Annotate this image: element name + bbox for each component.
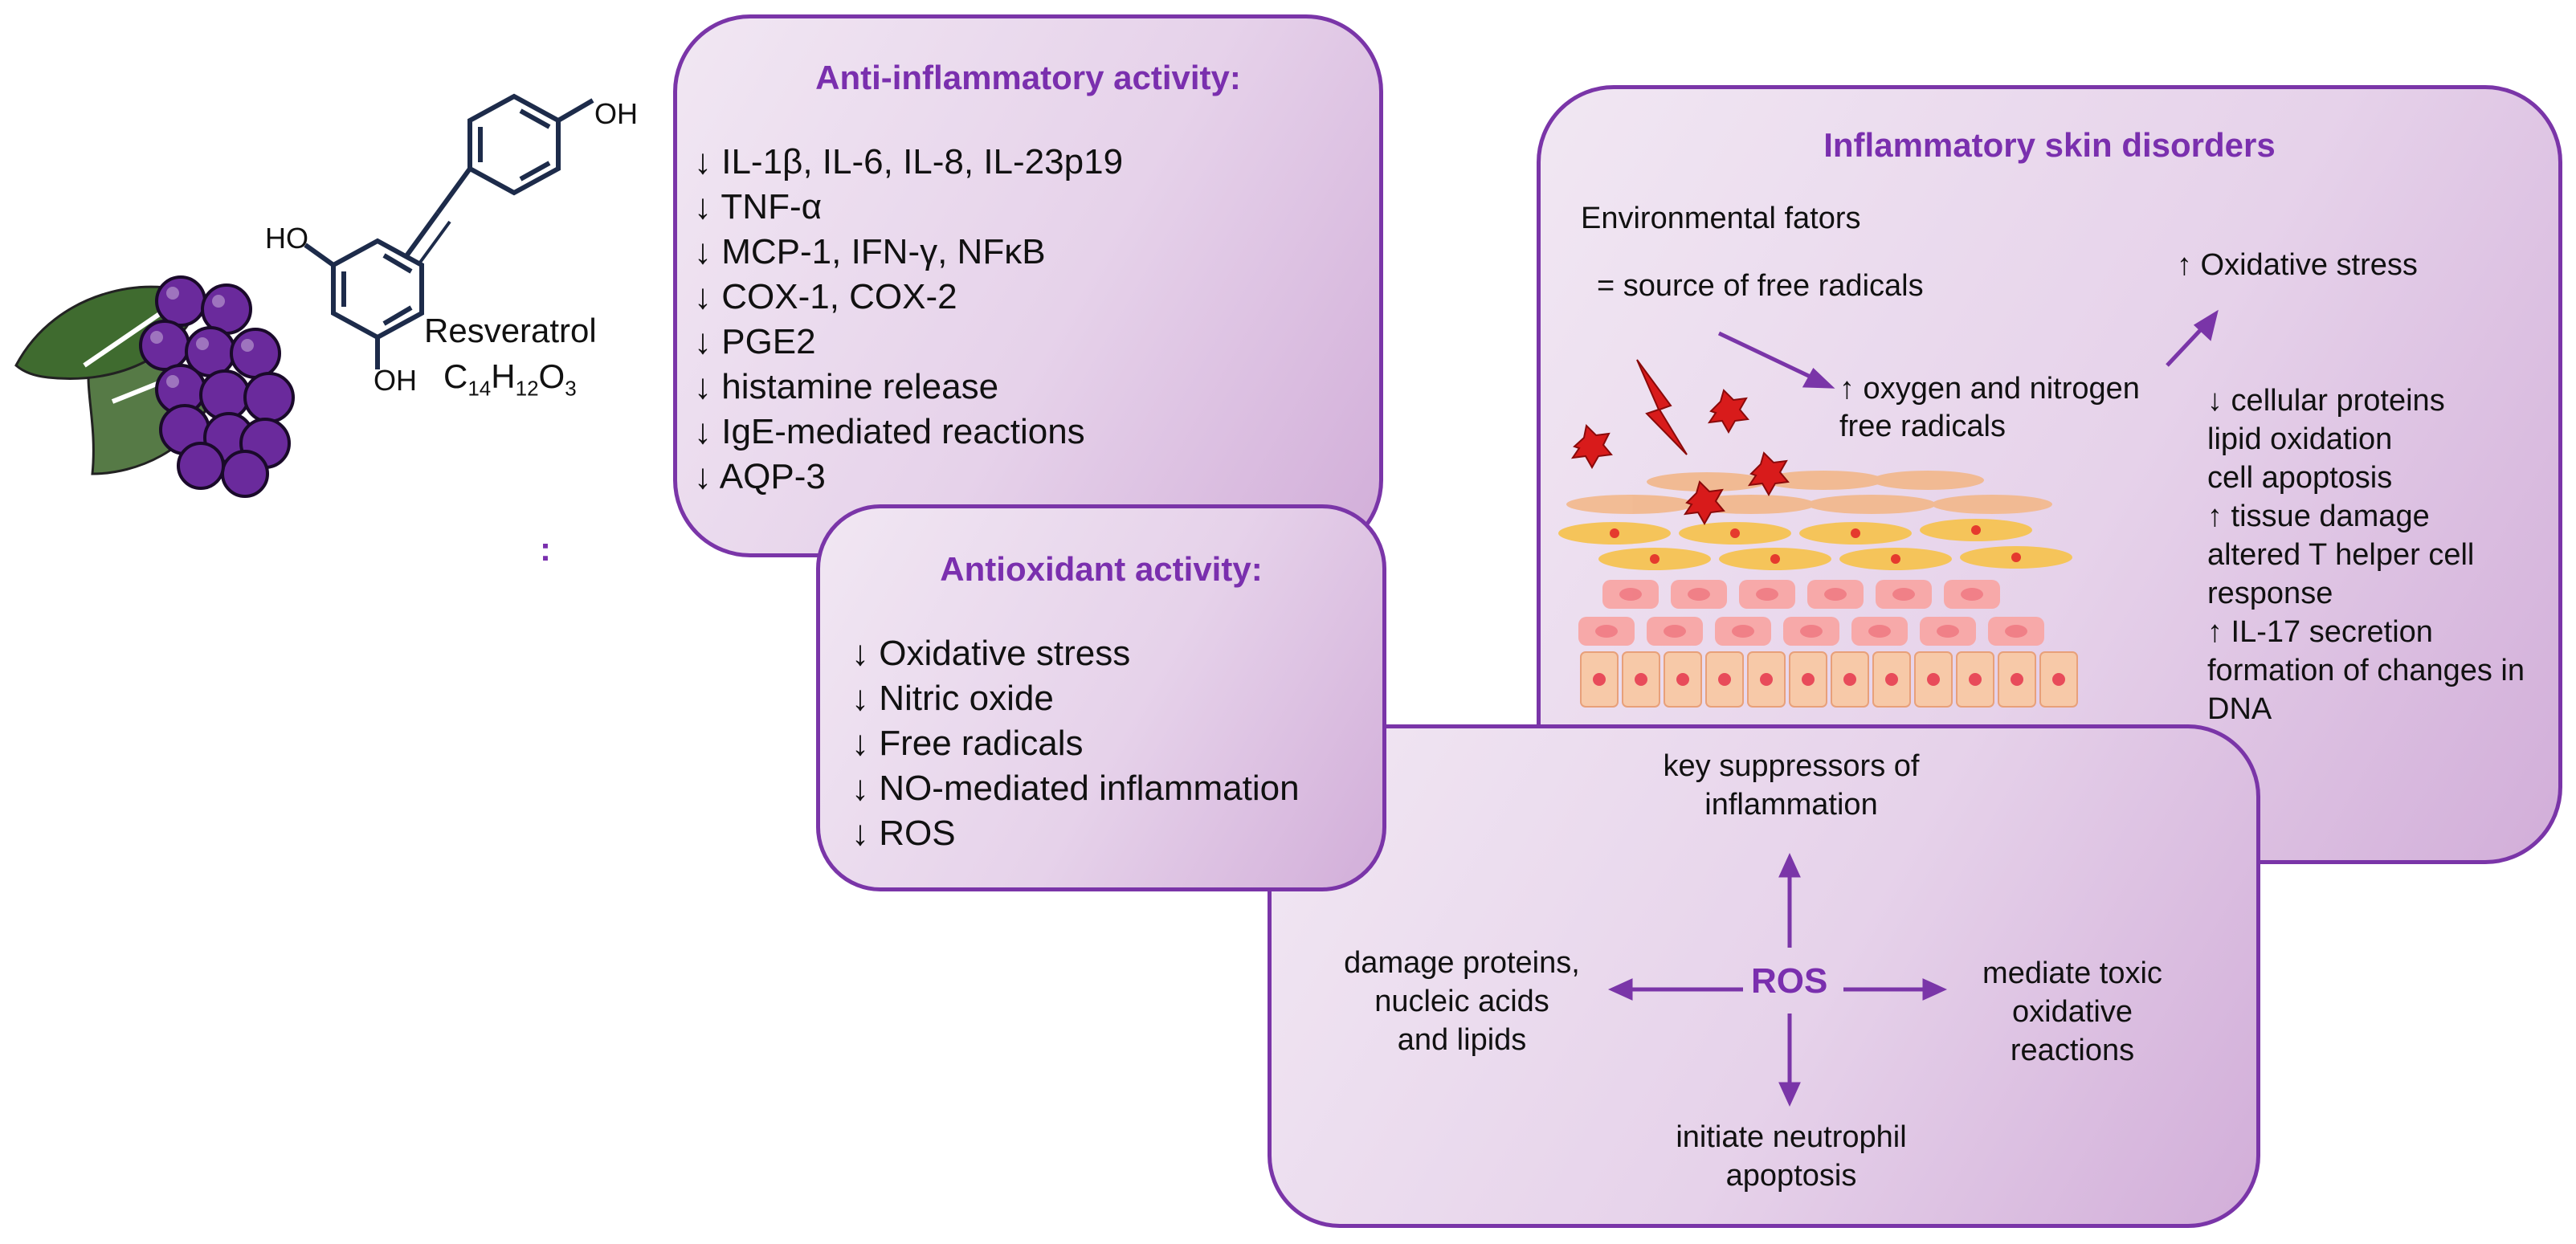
oxygen-nitrogen-label-2: free radicals [1839, 410, 2006, 443]
skin-effect-item: altered T helper cell [2207, 538, 2475, 572]
resveratrol-structure-icon [304, 93, 594, 369]
ros-center-label: ROS [1751, 961, 1828, 1001]
oh-top-label: OH [594, 97, 638, 130]
lightning-icon [1636, 359, 1688, 455]
antioxidant-item: ↓ NO-mediated inflammation [851, 769, 1300, 808]
oh-left-label: HO [265, 222, 308, 255]
grape-cluster-icon [139, 275, 295, 498]
skin-effect-item: response [2207, 577, 2333, 610]
radical-burst-icon [1747, 451, 1790, 497]
antioxidant-item: ↓ Oxidative stress [851, 634, 1131, 673]
skin-effect-item: ↓ cellular proteins [2207, 384, 2445, 418]
radical-burst-icon [1570, 423, 1613, 470]
antioxidant-title: Antioxidant activity: [940, 550, 1263, 588]
skin-effect-item: cell apoptosis [2207, 461, 2393, 495]
anti-inflammatory-item: ↓ histamine release [694, 367, 999, 406]
antioxidant-item: ↓ ROS [851, 814, 956, 853]
anti-inflammatory-item: ↓ IL-1β, IL-6, IL-8, IL-23p19 [694, 142, 1124, 182]
radical-burst-icon [1683, 480, 1725, 526]
molecule-formula: C14H12O3 [443, 357, 577, 401]
skin-effect-item: DNA [2207, 692, 2272, 726]
skin-effect-item: ↑ IL-17 secretion [2207, 615, 2433, 649]
oxygen-nitrogen-label-1: ↑ oxygen and nitrogen [1839, 372, 2140, 406]
anti-inflammatory-box: Anti-inflammatory activity: [673, 14, 1383, 557]
molecule-name: Resveratrol [424, 312, 597, 349]
anti-inflammatory-item: ↓ AQP-3 [694, 457, 826, 496]
skin-effect-item: formation of changes in [2207, 654, 2525, 687]
oxidative-stress-label: ↑ Oxidative stress [2177, 248, 2418, 282]
skin-disorders-title: Inflammatory skin disorders [1823, 126, 2276, 164]
env-factors-label: Environmental fators [1581, 202, 1861, 235]
free-radical-source-label: = source of free radicals [1597, 269, 1924, 303]
skin-effect-item: ↑ tissue damage [2207, 500, 2430, 533]
oh-bottom-label: OH [374, 364, 417, 397]
antioxidant-box: Antioxidant activity: [816, 504, 1386, 891]
radical-burst-icon [1707, 389, 1749, 434]
antioxidant-item: ↓ Free radicals [851, 724, 1084, 763]
antioxidant-item: ↓ Nitric oxide [851, 679, 1054, 718]
anti-inflammatory-item: ↓ PGE2 [694, 322, 816, 361]
anti-inflammatory-item: ↓ COX-1, COX-2 [694, 277, 957, 316]
anti-inflammatory-list: ↓ IL-1β, IL-6, IL-8, IL-23p19 ↓ TNF-α ↓ … [694, 140, 1123, 500]
anti-inflammatory-item: ↓ TNF-α [694, 187, 823, 226]
anti-inflammatory-item: ↓ MCP-1, IFN-γ, NFκB [694, 232, 1046, 271]
skin-effect-item: lipid oxidation [2207, 422, 2393, 456]
anti-inflammatory-title: Anti-inflammatory activity: [815, 59, 1241, 96]
skin-effects-list: ↓ cellular proteins lipid oxidation cell… [2207, 381, 2525, 728]
ros-box [1268, 724, 2260, 1228]
anti-inflammatory-item: ↓ IgE-mediated reactions [694, 412, 1085, 451]
colon-mark: : [540, 530, 551, 568]
antioxidant-list: ↓ Oxidative stress ↓ Nitric oxide ↓ Free… [851, 631, 1300, 856]
